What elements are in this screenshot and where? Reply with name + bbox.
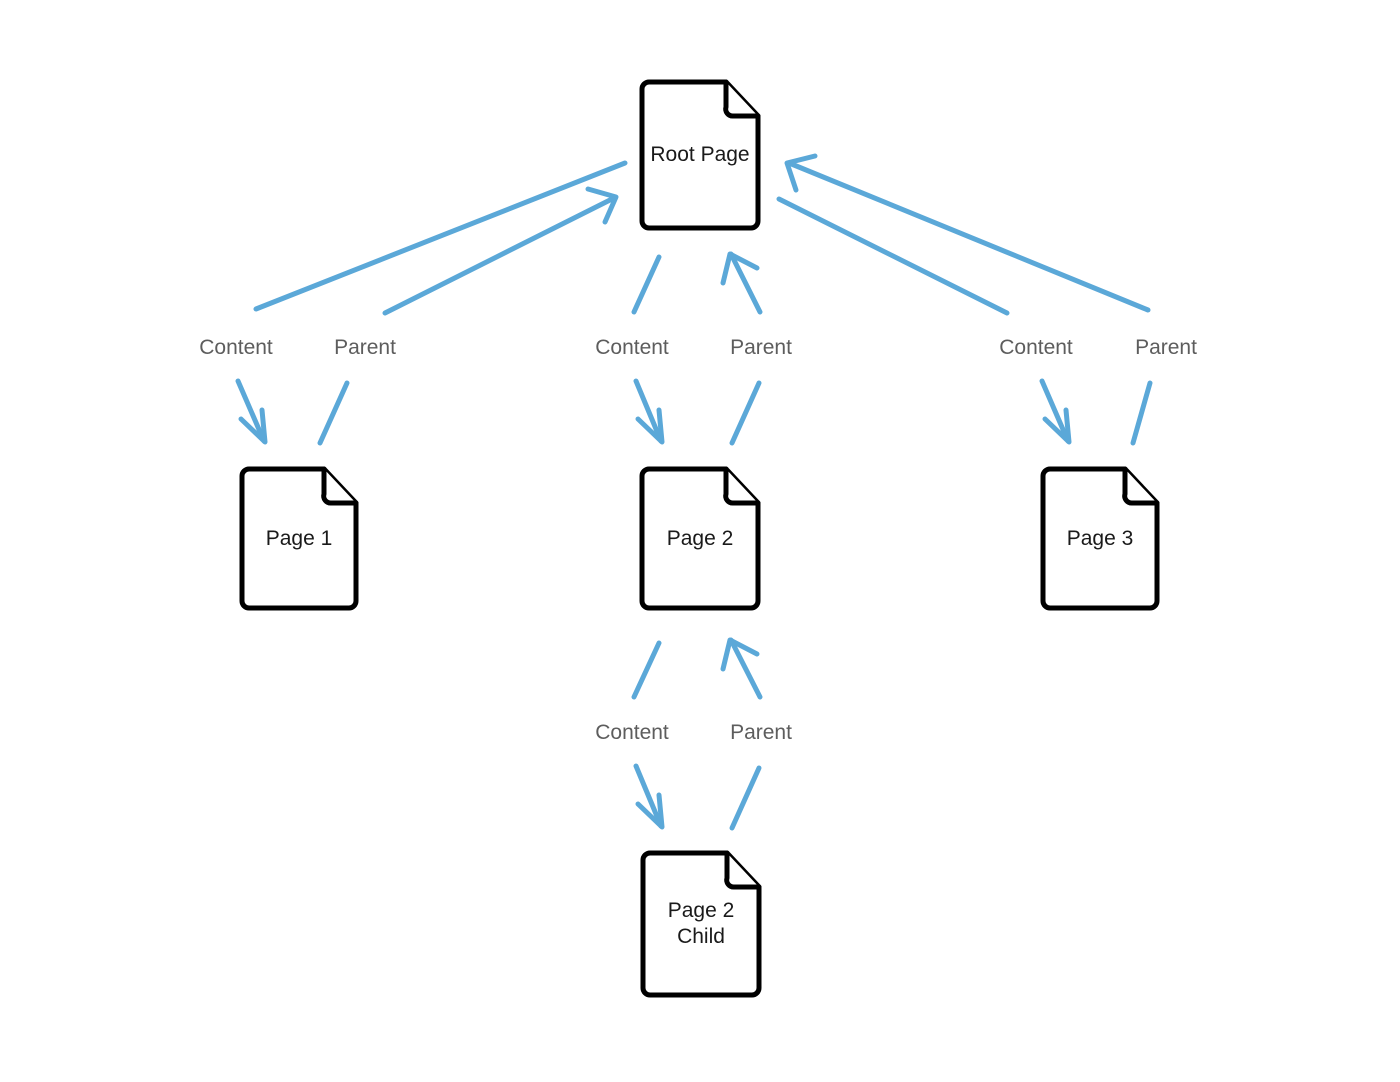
edge-line bbox=[728, 637, 763, 700]
document-icon bbox=[640, 850, 762, 998]
document-icon bbox=[639, 466, 761, 611]
edge-content-page-2-to-page-2-child bbox=[633, 763, 665, 830]
edge-line bbox=[253, 160, 628, 312]
edge-parent-page-2-to-root-page bbox=[729, 380, 762, 446]
document-fold-icon bbox=[1122, 466, 1160, 506]
edge-label-content-root-page2: Content bbox=[590, 334, 674, 362]
arrow-head-icon bbox=[720, 637, 760, 672]
edge-label-content-root-page3: Content bbox=[994, 334, 1078, 362]
edge-label-content-page2-child: Content bbox=[590, 719, 674, 747]
arrow-head-icon bbox=[238, 407, 268, 445]
edge-label-parent-child-page2: Parent bbox=[725, 719, 797, 747]
edge-line bbox=[631, 640, 662, 700]
edge-content-root-page-to-page-2 bbox=[631, 254, 662, 315]
arrow-head-icon bbox=[635, 407, 665, 445]
edge-parent-page-3-to-root-page bbox=[1130, 380, 1153, 446]
edge-line bbox=[633, 763, 664, 829]
document-body bbox=[639, 79, 761, 231]
edge-label-parent-page2-root: Parent bbox=[725, 334, 797, 362]
node-page-1[interactable]: Page 1 bbox=[239, 466, 359, 611]
edge-line bbox=[1130, 380, 1153, 446]
arrow-head-icon bbox=[784, 153, 818, 193]
edge-line bbox=[786, 160, 1151, 313]
edge-parent-page-2-to-root-page bbox=[720, 251, 763, 315]
edge-line bbox=[728, 251, 763, 315]
edge-line bbox=[382, 195, 617, 316]
arrow-head-icon bbox=[585, 186, 619, 225]
edge-content-root-page-to-page-1 bbox=[235, 378, 268, 445]
node-page-2[interactable]: Page 2 bbox=[639, 466, 761, 611]
edge-line bbox=[633, 378, 664, 444]
edge-parent-page-2-child-to-page-2 bbox=[729, 765, 762, 831]
document-icon bbox=[239, 466, 359, 611]
edge-line bbox=[235, 378, 267, 444]
document-icon bbox=[639, 79, 761, 231]
document-fold-icon bbox=[321, 466, 359, 506]
edge-line bbox=[631, 254, 662, 315]
edge-content-root-page-to-page-3 bbox=[776, 196, 1010, 316]
node-page-2-child[interactable]: Page 2 Child bbox=[640, 850, 762, 998]
edge-content-page-2-to-page-2-child bbox=[631, 640, 662, 700]
edge-line bbox=[729, 380, 762, 446]
edge-line bbox=[1039, 378, 1071, 444]
edge-content-root-page-to-page-3 bbox=[1039, 378, 1072, 445]
edge-line bbox=[729, 765, 762, 831]
edge-parent-page-1-to-root-page bbox=[382, 186, 619, 316]
node-root-page[interactable]: Root Page bbox=[639, 79, 761, 231]
arrow-head-icon bbox=[720, 251, 760, 286]
edge-content-root-page-to-page-1 bbox=[253, 160, 628, 312]
edge-parent-page-1-to-root-page bbox=[317, 380, 350, 446]
edge-parent-page-3-to-root-page bbox=[784, 153, 1151, 313]
arrow-head-icon bbox=[635, 792, 665, 830]
edge-line bbox=[776, 196, 1010, 316]
node-page-3[interactable]: Page 3 bbox=[1040, 466, 1160, 611]
edge-label-content-root-page1: Content bbox=[194, 334, 278, 362]
document-fold-icon bbox=[723, 466, 761, 506]
edge-label-parent-page1-root: Parent bbox=[329, 334, 401, 362]
document-fold-icon bbox=[723, 79, 761, 119]
edge-line bbox=[317, 380, 350, 446]
document-icon bbox=[1040, 466, 1160, 611]
arrow-head-icon bbox=[1042, 407, 1072, 445]
document-fold-icon bbox=[724, 850, 762, 890]
edge-label-parent-page3-root: Parent bbox=[1130, 334, 1202, 362]
edge-parent-page-2-child-to-page-2 bbox=[720, 637, 763, 700]
edge-content-root-page-to-page-2 bbox=[633, 378, 665, 445]
